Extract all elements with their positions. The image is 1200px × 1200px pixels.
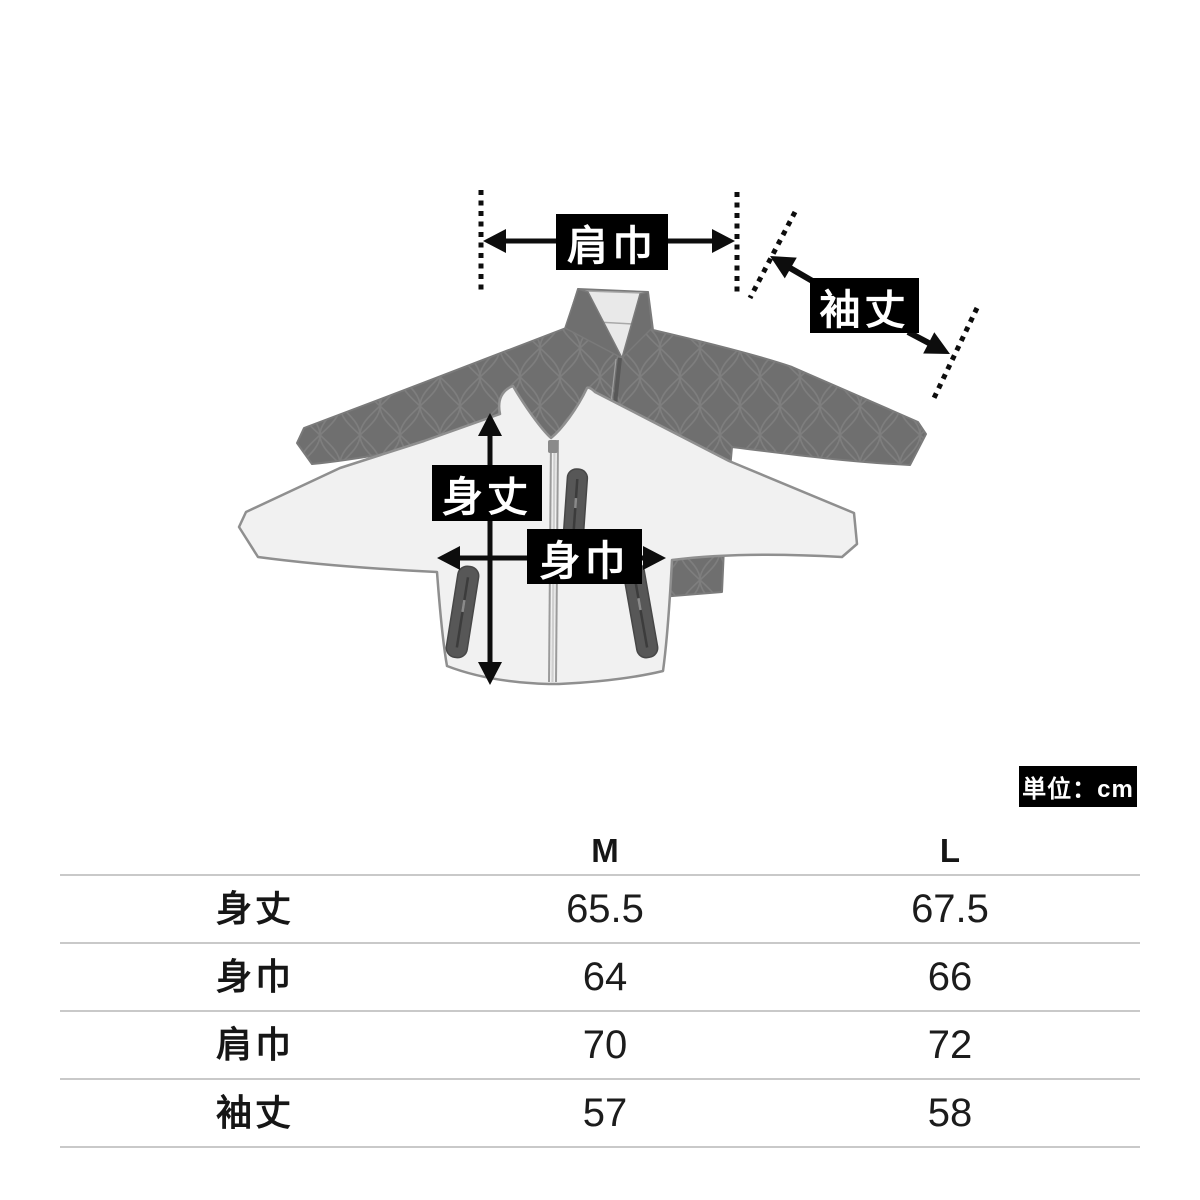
table-row: 身巾 64 66 [60,944,1140,1012]
sleeve-length-l-value: 58 [927,1091,973,1135]
row-label-body-length: 身丈 [215,888,294,929]
size-table-header-row: M L [60,826,1140,876]
row-label-body-width: 身巾 [215,956,294,997]
back-collar-right-wing [620,291,653,361]
table-row: 肩巾 70 72 [60,1012,1140,1080]
sleeve-guide-upper-dotted-line [747,210,798,300]
table-row: 袖丈 57 58 [60,1080,1140,1148]
sleeve-length-lower-arrow [906,329,950,354]
column-header-m: M [591,831,619,869]
shoulder-width-l-value: 72 [927,1023,973,1067]
body-length-label: 身丈 [432,465,542,521]
body-length-m-value: 65.5 [566,887,644,931]
row-label-shoulder-width: 肩巾 [215,1024,294,1065]
body-width-m-value: 64 [582,955,628,999]
row-label-sleeve-length: 袖丈 [215,1092,294,1133]
sleeve-length-label: 袖丈 [810,278,919,333]
unit-badge: 単位：cm [1019,766,1137,807]
body-length-l-value: 67.5 [911,887,989,931]
left-side-pocket [445,565,480,659]
shoulder-width-label: 肩巾 [556,214,668,270]
jacket-measurement-diagram [237,190,980,686]
body-width-label: 身巾 [527,529,642,584]
body-width-l-value: 66 [927,955,973,999]
shoulder-width-m-value: 70 [582,1023,628,1067]
size-table: M L 身丈 65.5 67.5 身巾 64 66 肩巾 70 72 袖丈 57… [60,826,1140,1148]
sleeve-length-m-value: 57 [582,1091,628,1135]
column-header-l: L [939,831,961,869]
table-row: 身丈 65.5 67.5 [60,876,1140,944]
